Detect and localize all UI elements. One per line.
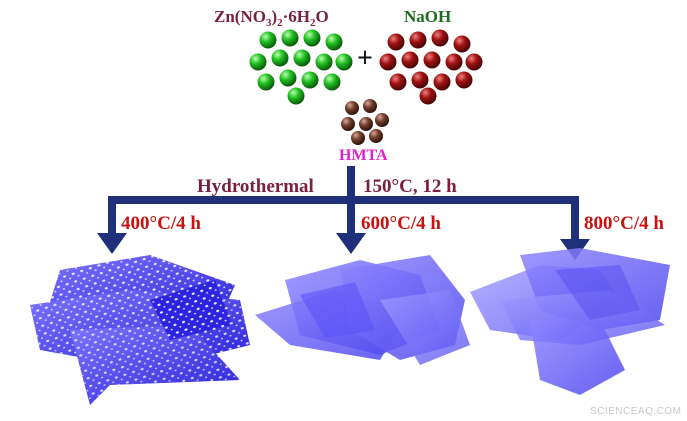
- watermark: SCIENCEAQ.COM: [590, 406, 682, 417]
- red-sphere: [409, 31, 427, 49]
- branch-label-400: 400°C/4 h: [121, 213, 201, 234]
- porous-nanosheets-400: [30, 255, 250, 405]
- green-sphere: [325, 33, 343, 51]
- zinc-nitrate-spheres: [249, 29, 353, 105]
- red-sphere: [465, 53, 483, 71]
- green-sphere: [287, 87, 305, 105]
- red-sphere: [453, 35, 471, 53]
- brown-sphere: [359, 117, 373, 131]
- brown-sphere: [363, 99, 377, 113]
- green-sphere: [301, 71, 319, 89]
- red-sphere: [433, 73, 451, 91]
- zinc-nitrate-label: Zn(NO3)2·6H2O: [214, 7, 329, 29]
- green-sphere: [271, 49, 289, 67]
- green-sphere: [315, 53, 333, 71]
- brown-sphere: [345, 101, 359, 115]
- hydrothermal-label: Hydrothermal: [197, 176, 314, 197]
- red-sphere: [379, 53, 397, 71]
- hmta-spheres: [341, 99, 389, 145]
- branch-arrows: [97, 166, 590, 260]
- red-sphere: [455, 71, 473, 89]
- branch-label-600: 600°C/4 h: [361, 213, 441, 234]
- red-sphere: [419, 87, 437, 105]
- brown-sphere: [351, 131, 365, 145]
- condition-label: 150°C, 12 h: [363, 176, 457, 197]
- green-sphere: [323, 73, 341, 91]
- green-sphere: [281, 29, 299, 47]
- green-sphere: [257, 73, 275, 91]
- red-sphere: [445, 53, 463, 71]
- brown-sphere: [375, 113, 389, 127]
- green-sphere: [335, 53, 353, 71]
- green-sphere: [259, 31, 277, 49]
- red-sphere: [431, 29, 449, 47]
- arrow-shaft-left: [108, 196, 116, 234]
- branch-label-800: 800°C/4 h: [584, 213, 664, 234]
- nanosheets-600: [255, 255, 470, 365]
- arrow-head-middle: [336, 233, 366, 254]
- red-sphere: [387, 33, 405, 51]
- brown-sphere: [369, 129, 383, 143]
- stem-line: [347, 166, 355, 200]
- nanosheets-800: [470, 248, 670, 395]
- horizontal-bar: [108, 196, 579, 204]
- arrow-head-left: [97, 233, 127, 254]
- naoh-label: NaOH: [404, 7, 451, 26]
- green-sphere: [249, 53, 267, 71]
- red-sphere: [401, 51, 419, 69]
- green-sphere: [279, 69, 297, 87]
- naoh-spheres: [379, 29, 483, 105]
- arrow-shaft-right: [571, 196, 579, 240]
- hmta-label: HMTA: [339, 147, 388, 164]
- plus-sign: +: [357, 43, 373, 74]
- brown-sphere: [341, 117, 355, 131]
- green-sphere: [293, 49, 311, 67]
- red-sphere: [423, 51, 441, 69]
- arrow-shaft-middle: [347, 196, 355, 234]
- red-sphere: [411, 71, 429, 89]
- green-sphere: [303, 29, 321, 47]
- red-sphere: [389, 73, 407, 91]
